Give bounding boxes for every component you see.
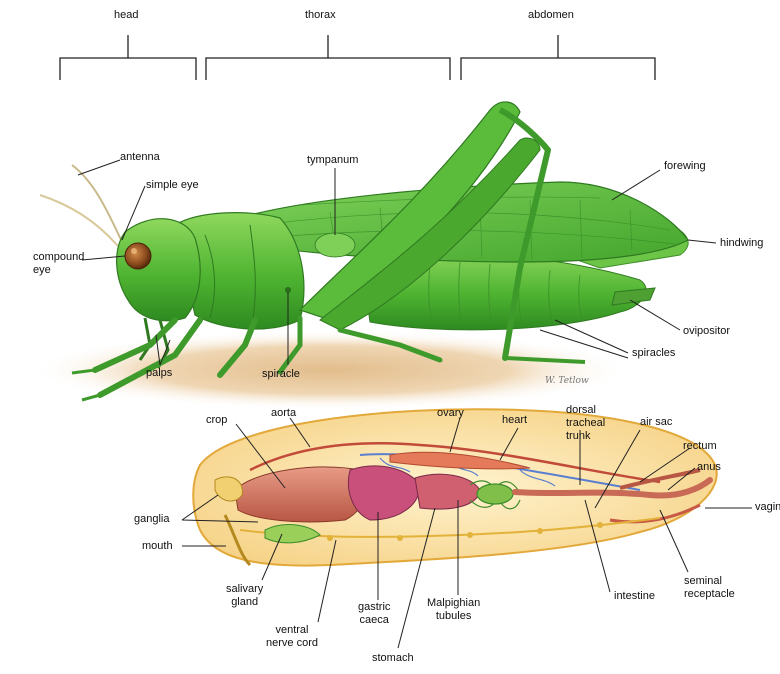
label-salivary-gland: salivary gland <box>226 583 263 609</box>
label-air-sac: air sac <box>640 416 672 429</box>
ground-shadow <box>30 330 630 410</box>
label-spiracles: spiracles <box>632 347 675 360</box>
head-bracket <box>60 35 196 80</box>
abdomen-bracket <box>461 35 655 80</box>
section-brackets <box>60 35 655 80</box>
thorax-bracket <box>206 35 450 80</box>
section-abdomen-label: abdomen <box>528 9 574 22</box>
label-intestine: intestine <box>614 590 655 603</box>
label-vagina: vagina <box>755 501 780 514</box>
antenna-shape-2 <box>40 195 118 246</box>
label-spiracle: spiracle <box>262 368 300 381</box>
artist-signature: W. Tetlow <box>545 376 589 386</box>
compound-eye-shape <box>125 243 151 269</box>
label-hindwing: hindwing <box>720 237 763 250</box>
label-dorsal-tracheal-trunk: dorsal tracheal trunk <box>566 404 605 443</box>
label-ovipositor: ovipositor <box>683 325 730 338</box>
label-seminal-receptacle: seminal receptacle <box>684 575 735 601</box>
label-rectum: rectum <box>683 440 717 453</box>
label-mouth: mouth <box>142 540 173 553</box>
label-aorta: aorta <box>271 407 296 420</box>
label-antenna: antenna <box>120 151 160 164</box>
antenna-shape <box>72 165 122 242</box>
label-crop: crop <box>206 414 227 427</box>
label-heart: heart <box>502 414 527 427</box>
label-compound-eye: compound eye <box>33 251 84 277</box>
label-malpighian-tubules: Malpighian tubules <box>427 597 480 623</box>
section-head-label: head <box>114 9 138 22</box>
label-tympanum: tympanum <box>307 154 358 167</box>
label-forewing: forewing <box>664 160 706 173</box>
label-simple-eye: simple eye <box>146 179 199 192</box>
label-ventral-nerve-cord: ventral nerve cord <box>266 624 318 650</box>
label-anus: anus <box>697 461 721 474</box>
label-ovary: ovary <box>437 407 464 420</box>
label-ganglia: ganglia <box>134 513 169 526</box>
label-stomach: stomach <box>372 652 414 665</box>
label-palps: palps <box>146 367 172 380</box>
head-shape <box>117 219 201 321</box>
section-thorax-label: thorax <box>305 9 336 22</box>
label-gastric-caeca: gastric caeca <box>358 601 390 627</box>
